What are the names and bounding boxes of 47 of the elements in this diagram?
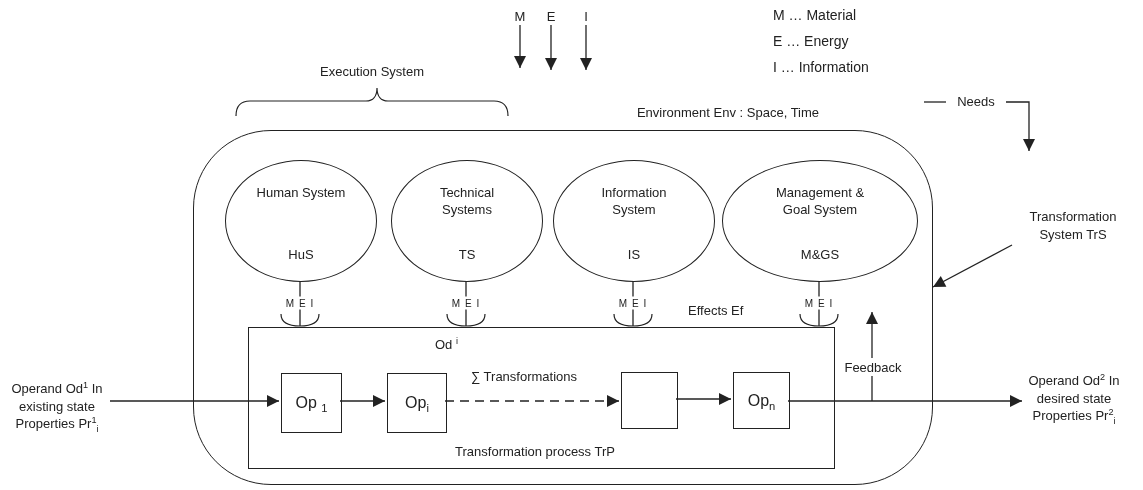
socket-label: M E I: [450, 296, 482, 310]
process-box: [248, 327, 835, 469]
connector-line: [923, 101, 947, 103]
arrow: [444, 395, 620, 407]
arrow: [545, 24, 557, 71]
arrow: [580, 24, 592, 71]
flow-letter: I: [580, 8, 592, 25]
flow-letter: M: [512, 8, 528, 25]
subsystem-abbreviation: M&GS: [799, 247, 841, 264]
subsystem-abbreviation: IS: [626, 247, 642, 264]
key-entry: E … Energy: [773, 33, 849, 49]
operation-label: Op$_{n}$: [747, 390, 776, 411]
operation-box: [387, 373, 447, 433]
flow-letter: E: [544, 8, 558, 25]
process-label: Transformation process TrP: [455, 444, 615, 461]
needs-label: Needs: [946, 93, 1006, 111]
subsystem-name: Human System: [256, 185, 346, 202]
arrow: [675, 393, 732, 405]
feedback-label: Feedback: [837, 359, 909, 377]
operation-label: Op$_{i}$: [405, 392, 429, 414]
arrow: [109, 395, 280, 407]
operand-state-label: Od $^{i}$: [435, 337, 458, 354]
arrow: [339, 395, 386, 407]
arrow: [932, 244, 1013, 288]
operation-box: [281, 373, 342, 433]
arrow: [866, 311, 878, 359]
subsystem-name: Management & Goal System: [774, 185, 866, 219]
arrow: [787, 395, 1023, 407]
socket-label: M E I: [803, 296, 835, 310]
operation-box: [733, 372, 790, 429]
operation-box: [621, 372, 678, 429]
key-entry: M … Material: [773, 7, 857, 23]
section-label: Execution System: [320, 64, 424, 79]
environment-label: Environment Env : Space, Time: [636, 105, 820, 122]
system-label: Transformation System TrS: [1012, 208, 1134, 248]
subsystem-name: Information System: [600, 185, 668, 219]
connector-line: [871, 375, 873, 402]
arrow: [1005, 101, 1035, 152]
arrow: [514, 24, 526, 69]
key-entry: I … Information: [773, 59, 869, 75]
effects-label: Effects Ef: [688, 303, 744, 318]
subsystem-name: Technical Systems: [438, 185, 496, 219]
socket-label: M E I: [617, 296, 649, 310]
subsystem-abbreviation: TS: [457, 247, 477, 264]
subsystem-abbreviation: HuS: [287, 247, 315, 264]
operation-label: Op $_{1}$: [295, 392, 328, 414]
socket-label: M E I: [284, 296, 316, 310]
